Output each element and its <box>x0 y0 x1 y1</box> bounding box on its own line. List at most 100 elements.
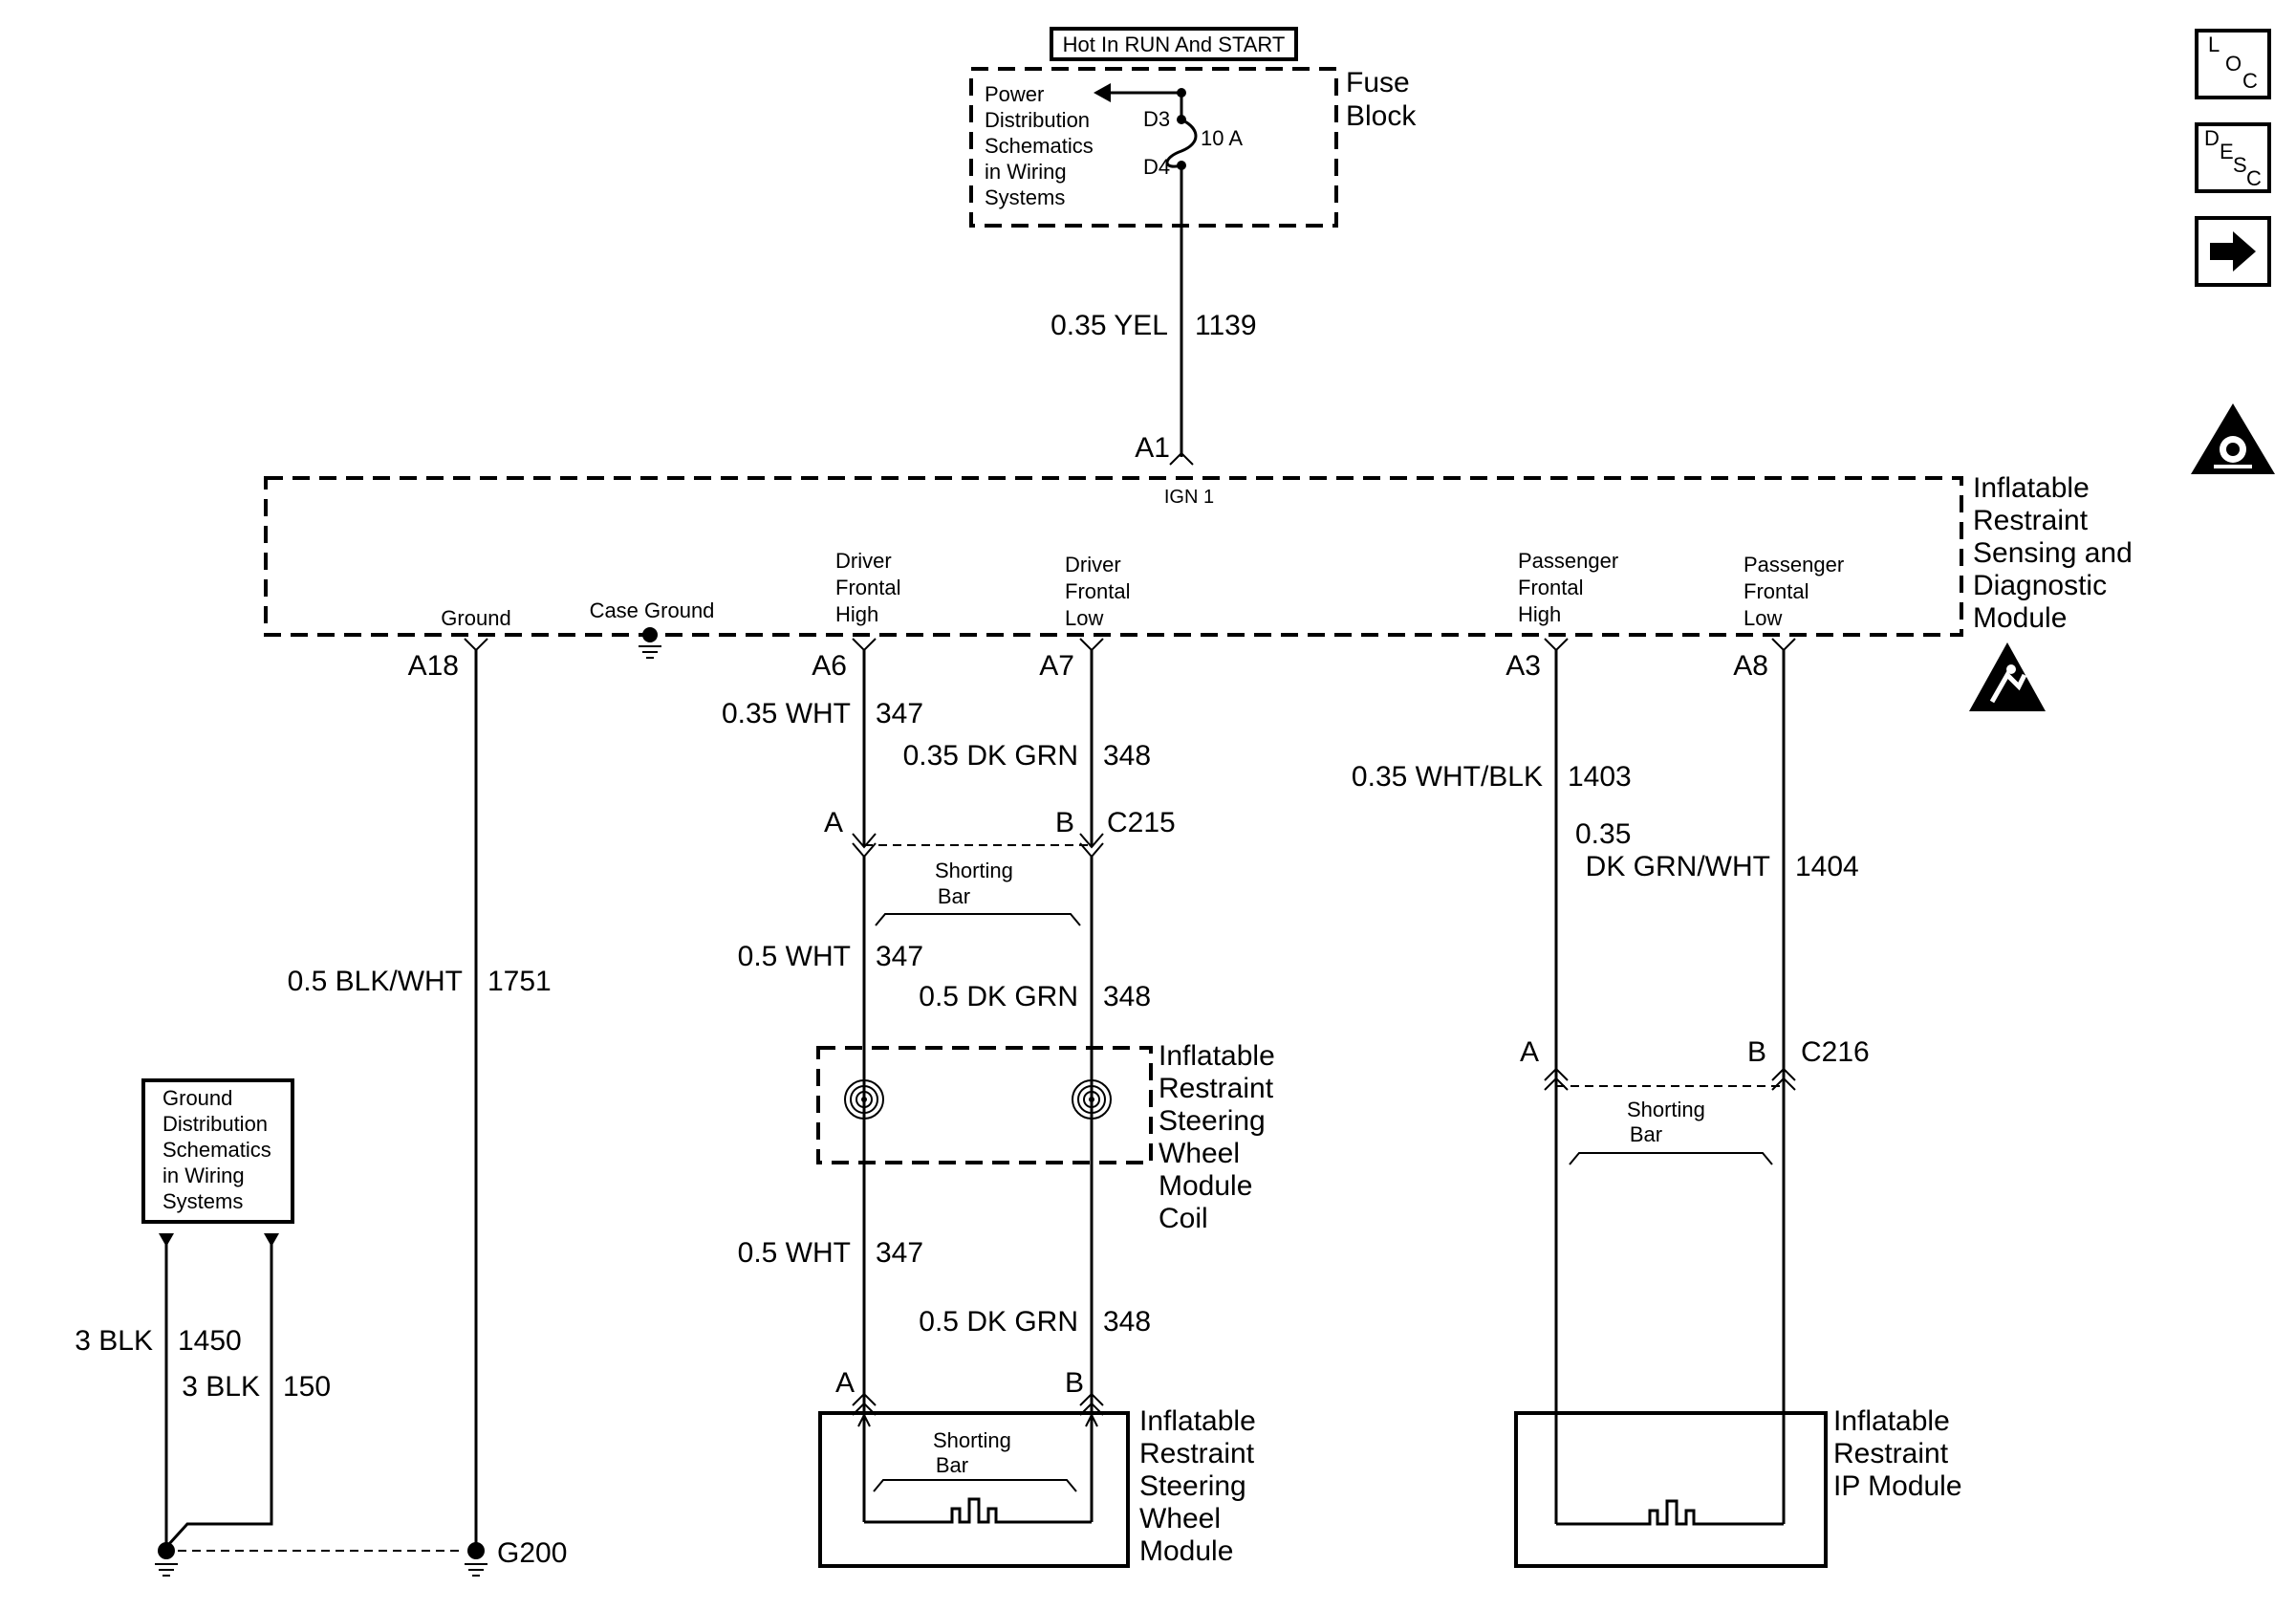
sdm-pin-a7: A7 <box>1039 650 1074 682</box>
ip-module-outline <box>1514 1411 1828 1568</box>
sdm-pin-a1: A1 <box>1135 432 1170 464</box>
drv-high-2-gauge: 0.5 WHT <box>738 941 851 972</box>
ground-symbol-icon <box>465 1542 487 1577</box>
ip-module-name: Inflatable Restraint IP Module <box>1833 1405 1962 1502</box>
drv-low-3-circuit: 348 <box>1103 1306 1151 1338</box>
fuse-header-label: Hot In RUN And START <box>1063 33 1286 56</box>
c215-name: C215 <box>1107 807 1176 838</box>
sdm-pass-low-label: Passenger Frontal Low <box>1744 553 1850 630</box>
sdm-pin-a3: A3 <box>1505 650 1541 682</box>
pin-a8-terminal <box>1771 638 1796 652</box>
fuse-pin-d4: D4 <box>1143 155 1170 179</box>
feed-wire-1139: 0.35 YEL 1139 A1 <box>1051 165 1257 466</box>
pin-a1-terminal <box>1169 451 1194 466</box>
drv-module-pin-a: A <box>835 1367 855 1399</box>
loc-button[interactable]: L O C <box>2195 29 2271 99</box>
pin-a7-terminal <box>1079 638 1104 652</box>
inflator-squib-icon <box>864 1497 1092 1524</box>
c215-shorting-bar <box>875 913 1081 926</box>
drv-high-1-circuit: 347 <box>876 698 923 729</box>
sdm-name: Inflatable Restraint Sensing and Diagnos… <box>1973 472 2140 634</box>
c216-pin-b: B <box>1747 1036 1766 1068</box>
gnd-1450-gauge: 3 BLK <box>75 1325 153 1357</box>
gnd-150-circuit: 150 <box>283 1371 331 1403</box>
next-button[interactable] <box>2195 216 2271 287</box>
drv-low-2-circuit: 348 <box>1103 981 1151 1012</box>
c215-shorting-bar-label: Shorting Bar <box>935 859 1019 908</box>
feed-wire-circuit: 1139 <box>1195 310 1257 341</box>
sdm-driver-high-label: Driver Frontal High <box>835 549 907 626</box>
fuse-block-outline <box>969 67 1338 228</box>
sdm-ground-label: Ground <box>441 606 510 630</box>
c216-pin-a: A <box>1520 1036 1539 1068</box>
ground-dist-note: Ground Distribution Schematics in Wiring… <box>162 1086 277 1213</box>
ground-symbol-icon <box>155 1542 178 1577</box>
sdm-pin-a18: A18 <box>408 650 459 682</box>
coil-spiral-icon <box>1072 1079 1112 1120</box>
fuse-block: Hot In RUN And START Power Distribution … <box>969 27 1418 228</box>
coil-outline <box>816 1046 1153 1164</box>
drv-high-3-circuit: 347 <box>876 1237 923 1269</box>
pass-low-gauge: 0.35 DK GRN/WHT <box>1575 818 1770 882</box>
pass-high-gauge: 0.35 WHT/BLK <box>1352 761 1543 793</box>
c216-shorting-bar-label: Shorting Bar <box>1627 1098 1711 1146</box>
driver-airbag-module: Shorting Bar Inflatable Restraint Steeri… <box>818 1405 1264 1568</box>
drv-high-3-gauge: 0.5 WHT <box>738 1237 851 1269</box>
drv-module-pin-b: B <box>1065 1367 1084 1399</box>
c216-name: C216 <box>1801 1036 1870 1068</box>
pin-a6-terminal <box>852 638 877 652</box>
steering-wheel-coil: Inflatable Restraint Steering Wheel Modu… <box>816 1040 1275 1234</box>
ground-point-g200: G200 <box>497 1537 567 1569</box>
driver-module-shorting-bar-label: Shorting Bar <box>933 1428 1017 1477</box>
fuse-header-box <box>1050 27 1298 61</box>
ground-wire-1751: 0.5 BLK/WHT 1751 <box>288 650 552 1547</box>
drv-high-1-gauge: 0.35 WHT <box>722 698 851 729</box>
airbag-warning-icon <box>2191 403 2275 474</box>
desc-icon: D E S C <box>2204 126 2262 190</box>
inflator-squib-icon <box>1556 1499 1784 1526</box>
sdm-module: IGN 1 Inflatable Restraint Sensing and D… <box>264 472 2140 682</box>
case-ground-icon <box>639 627 661 659</box>
c215-pin-a: A <box>824 807 843 838</box>
passenger-wires: 0.35 WHT/BLK 1403 0.35 DK GRN/WHT 1404 A… <box>1352 650 1962 1568</box>
drv-low-3-gauge: 0.5 DK GRN <box>919 1306 1078 1338</box>
connector-c215: A B C215 Shorting Bar <box>824 807 1176 926</box>
ground-distribution: Ground Distribution Schematics in Wiring… <box>75 1078 567 1577</box>
driver-module-name: Inflatable Restraint Steering Wheel Modu… <box>1139 1405 1264 1567</box>
driver-module-outline <box>818 1411 1130 1568</box>
desc-button[interactable]: D E S C <box>2195 122 2271 193</box>
coil-spiral-icon <box>844 1079 884 1120</box>
feed-wire-gauge: 0.35 YEL <box>1051 310 1168 341</box>
gnd-150-gauge: 3 BLK <box>182 1371 260 1403</box>
sdm-driver-low-label: Driver Frontal Low <box>1065 553 1137 630</box>
esd-warning-icon <box>1969 642 2046 711</box>
pin-a18-terminal <box>464 638 488 652</box>
sdm-pin-a6: A6 <box>812 650 847 682</box>
ground-wire-gauge: 0.5 BLK/WHT <box>288 966 463 997</box>
connector-c216: A B C216 Shorting Bar <box>1520 1036 1870 1165</box>
sdm-ign-label: IGN 1 <box>1164 487 1214 508</box>
fuse-terminal-d3 <box>1177 88 1186 98</box>
drv-low-1-gauge: 0.35 DK GRN <box>903 740 1078 772</box>
fuse-pin-d3: D3 <box>1143 107 1170 131</box>
drv-low-2-gauge: 0.5 DK GRN <box>919 981 1078 1012</box>
pass-low-circuit: 1404 <box>1795 851 1859 882</box>
passenger-ip-airbag-module: Inflatable Restraint IP Module <box>1514 1405 1962 1568</box>
c216-shorting-bar <box>1569 1152 1773 1165</box>
fuse-block-name: Fuse Block <box>1346 67 1418 132</box>
ground-dist-note-box <box>141 1078 294 1224</box>
sdm-pin-a8: A8 <box>1733 650 1768 682</box>
sdm-pass-high-label: Passenger Frontal High <box>1518 549 1624 626</box>
loc-icon: L O C <box>2208 33 2258 93</box>
pass-high-circuit: 1403 <box>1568 761 1632 793</box>
fuse-element-icon <box>1165 118 1198 168</box>
drv-low-1-circuit: 348 <box>1103 740 1151 772</box>
fuse-rating: 10 A <box>1201 126 1243 150</box>
gnd-1450-circuit: 1450 <box>178 1325 242 1357</box>
sdm-case-ground-label: Case Ground <box>590 598 715 622</box>
c215-pin-b: B <box>1055 807 1074 838</box>
drv-high-2-circuit: 347 <box>876 941 923 972</box>
pin-a3-terminal <box>1544 638 1569 652</box>
driver-wires: 0.35 WHT 347 0.35 DK GRN 348 A B C215 Sh… <box>722 650 1275 1568</box>
